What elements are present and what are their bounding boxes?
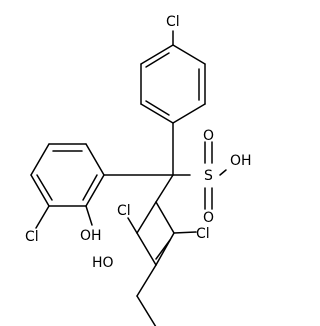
structure-canvas: Cl OH S O O Cl OH Cl Cl HO xyxy=(25,14,252,326)
o-lower-label: O xyxy=(203,210,214,226)
cl-top-label: Cl xyxy=(166,14,180,30)
dichlorohydroxyphenyl-ring xyxy=(127,201,197,326)
oh-sulfonic-label: OH xyxy=(230,153,252,169)
s-label: S xyxy=(204,168,213,184)
cl-left-label: Cl xyxy=(25,229,39,245)
cl-mid-label: Cl xyxy=(117,203,131,219)
central-carbon-bonds xyxy=(103,122,191,203)
cl-right-label: Cl xyxy=(196,226,210,242)
oh-left-label: OH xyxy=(80,228,102,244)
chlorophenyl-ring xyxy=(140,30,206,124)
o-upper-label: O xyxy=(203,128,214,144)
sulfonic-acid-group xyxy=(204,141,227,210)
ho-bottom-label: HO xyxy=(92,255,114,271)
chemical-structure-diagram: Cl OH S O O Cl OH Cl Cl HO xyxy=(25,14,252,326)
hydroxychlorophenyl-ring xyxy=(30,143,105,229)
